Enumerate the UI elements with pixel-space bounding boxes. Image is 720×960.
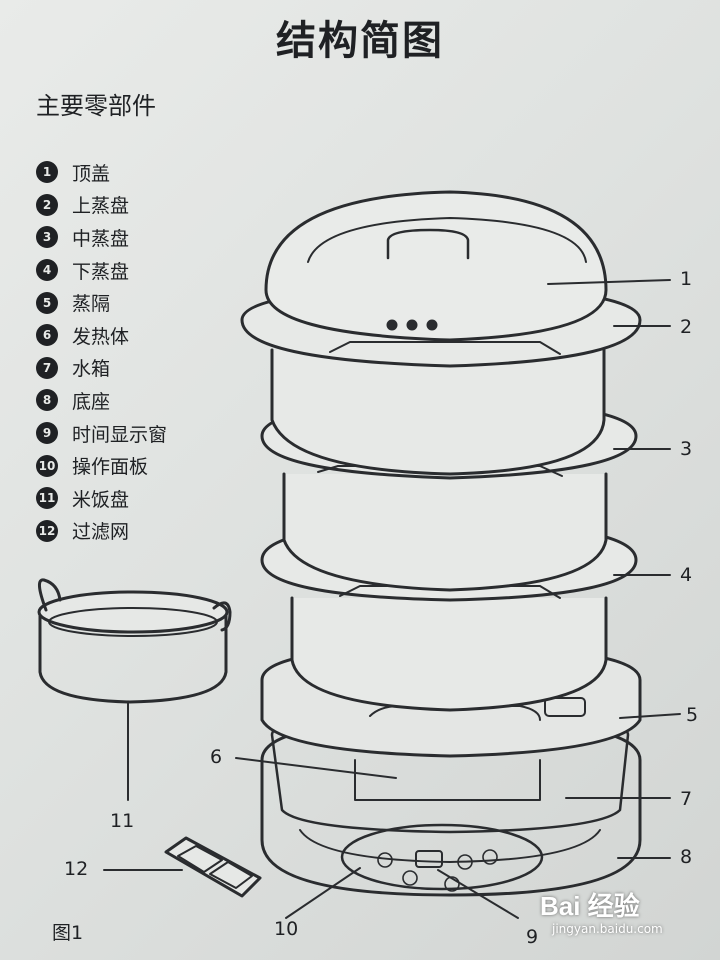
part-number: 9 [36,422,58,445]
part-name: 顶盖 [72,162,111,185]
part-item: 12 过滤网 [36,515,167,548]
callout-4: 4 [680,564,693,586]
callout-5: 5 [686,704,699,726]
part-item: 10 操作面板 [36,449,167,482]
filter-drawing [164,836,262,898]
callout-7: 7 [680,788,693,810]
part-item: 8 底座 [36,384,167,417]
part-number: 5 [36,291,58,314]
part-number: 8 [36,389,58,412]
rice-bowl-drawing [37,578,232,704]
part-item: 3 中蒸盘 [36,221,167,254]
page-title: 结构简图 [276,18,444,64]
callout-1: 1 [680,268,693,290]
callout-2: 2 [680,316,693,338]
part-number: 3 [36,226,58,249]
part-item: 9 时间显示窗 [36,417,167,450]
part-name: 蒸隔 [72,293,111,316]
callout-3: 3 [680,438,693,460]
part-name: 发热体 [72,325,130,348]
watermark-url: jingyan.baidu.com [552,922,663,936]
lid-drawing [264,190,608,342]
part-item: 6 发热体 [36,319,167,352]
part-name: 过滤网 [72,521,130,544]
callout-11: 11 [110,810,135,832]
part-item: 5 蒸隔 [36,286,167,319]
part-name: 上蒸盘 [72,195,130,218]
callout-10: 10 [274,918,299,940]
part-name: 下蒸盘 [72,260,130,283]
callout-6: 6 [210,746,223,768]
part-item: 4 下蒸盘 [36,254,167,287]
part-name: 底座 [72,390,111,413]
part-item: 11 米饭盘 [36,482,167,515]
part-number: 12 [36,519,58,542]
part-number: 11 [36,487,58,510]
section-subtitle: 主要零部件 [36,92,156,120]
part-name: 操作面板 [72,456,149,479]
part-name: 时间显示窗 [72,423,168,446]
part-name: 米饭盘 [72,488,130,511]
part-number: 7 [36,356,58,379]
part-name: 水箱 [72,358,111,381]
part-item: 7 水箱 [36,352,167,385]
figure-label: 图1 [52,922,84,944]
parts-list: 1 顶盖 2 上蒸盘 3 中蒸盘 4 下蒸盘 5 蒸隔 6 发热体 7 水箱 8 底座 9 时间显… [36,156,167,547]
part-number: 2 [36,193,58,216]
watermark-logo: Bai 经验 [540,891,640,921]
part-number: 10 [36,454,58,477]
part-item: 1 顶盖 [36,156,167,189]
part-item: 2 上蒸盘 [36,189,167,222]
callout-8: 8 [680,846,693,868]
callout-12: 12 [64,858,89,880]
part-number: 6 [36,324,58,347]
part-number: 1 [36,161,58,184]
callout-9: 9 [526,926,539,948]
part-number: 4 [36,259,58,282]
part-name: 中蒸盘 [72,227,130,250]
leader-lines [103,279,681,919]
